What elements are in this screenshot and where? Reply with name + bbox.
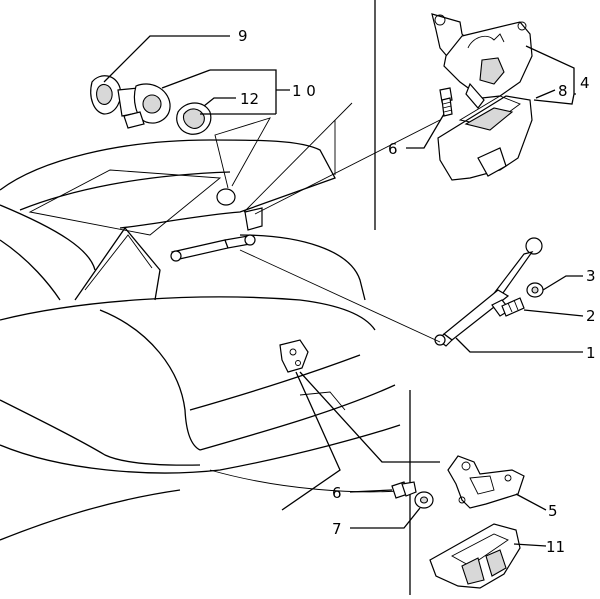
callout-6-upper: 6: [388, 140, 398, 158]
callout-6-lower: 6: [332, 484, 342, 502]
callout-10: 1 0: [292, 82, 316, 100]
callout-3: 3: [586, 267, 596, 285]
car-body-outline: [0, 0, 411, 599]
callout-2: 2: [586, 307, 596, 325]
lock-cylinder-set: [90, 75, 212, 135]
callout-labels: 9 1 0 12 4 8 6 3 2 1 6 5 7 11: [238, 27, 596, 556]
callout-1: 1: [586, 344, 596, 362]
leader-lines: [103, 35, 584, 547]
callout-8: 8: [558, 82, 568, 100]
callout-11: 11: [546, 538, 565, 556]
lock-mount-hole: [216, 188, 236, 206]
washer-lower: [414, 491, 434, 509]
washer: [526, 282, 544, 298]
striker-plate: [447, 455, 525, 509]
latch-cover: [437, 95, 533, 181]
callout-9: 9: [238, 27, 248, 45]
callout-5: 5: [548, 502, 558, 520]
callout-12: 12: [240, 90, 259, 108]
gas-strut: [434, 237, 543, 347]
callout-7: 7: [332, 520, 342, 538]
callout-4: 4: [580, 74, 590, 92]
bolt-upper: [439, 87, 453, 117]
trim-cover: [429, 523, 521, 589]
striker-bracket-on-body: [279, 339, 309, 373]
gas-strut-on-car: [170, 207, 263, 262]
ball-pin: [491, 297, 525, 317]
bolt-lower: [391, 481, 417, 499]
